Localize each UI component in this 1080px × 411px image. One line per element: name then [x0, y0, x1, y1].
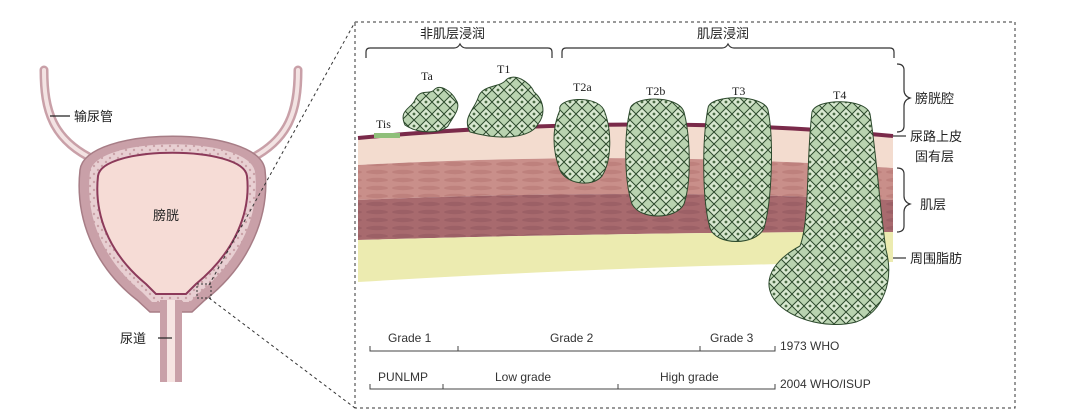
grading-1973: Grade 1 Grade 2 Grade 3 1973 WHO: [369, 331, 839, 353]
left-ureter-inner: [42, 68, 97, 162]
non-muscle-invasive-label: 非肌层浸润: [420, 27, 485, 42]
stage-labels: Tis Ta T1 T2a T2b T3 T4: [376, 62, 846, 131]
grading-2004: PUNLMP Low grade High grade 2004 WHO/ISU…: [369, 370, 871, 391]
tis-patch: [374, 133, 400, 138]
stage-label-t1: T1: [497, 62, 510, 76]
perivesical-fat-label: 周围脂肪: [910, 251, 962, 267]
urothelium-label: 尿路上皮: [910, 129, 962, 145]
lumen-label: 膀胱腔: [915, 91, 954, 107]
ureter-label: 输尿管: [74, 109, 113, 125]
low-grade-label: Low grade: [495, 370, 551, 384]
urethra-label: 尿道: [120, 332, 146, 347]
stage-label-t2b: T2b: [646, 84, 665, 98]
grade-1-label: Grade 1: [388, 331, 432, 345]
grade-3-label: Grade 3: [710, 331, 754, 345]
high-grade-label: High grade: [660, 370, 719, 384]
zoom-line-top: [208, 21, 356, 286]
tumor-t2b: [625, 98, 690, 217]
grade-2-label: Grade 2: [550, 331, 594, 345]
stage-label-ta: Ta: [421, 69, 433, 83]
layer-labels: 膀胱腔 尿路上皮 固有层 肌层 周围脂肪: [893, 63, 962, 267]
brace-muscle-layer: [896, 167, 912, 233]
tumor-ta: [402, 86, 459, 133]
tumor-t4: [768, 101, 890, 325]
tumor-t1: [466, 76, 544, 138]
grade-bracket-2004: [369, 384, 776, 390]
who-1973-label: 1973 WHO: [780, 339, 839, 353]
zoom-line-bottom: [208, 297, 356, 409]
who-isup-2004-label: 2004 WHO/ISUP: [780, 377, 871, 391]
muscle-invasive-label: 肌层浸润: [697, 27, 749, 42]
brace-non-muscle: [365, 42, 553, 58]
tumor-t2a: [553, 98, 611, 184]
stage-label-tis: Tis: [376, 117, 391, 131]
zoom-region: [196, 283, 212, 299]
zoom-panel-border: [354, 21, 1016, 409]
brace-muscle: [561, 42, 895, 58]
lamina-propria-label: 固有层: [915, 150, 954, 165]
muscle-label: 肌层: [920, 198, 946, 213]
grade-bracket-1973: [369, 346, 776, 352]
stage-label-t2a: T2a: [573, 80, 592, 94]
urethra-inner: [167, 300, 175, 382]
punlmp-label: PUNLMP: [378, 370, 428, 384]
invasion-braces: 非肌层浸润 肌层浸润: [365, 27, 895, 58]
bladder-lumen: [96, 151, 249, 295]
perivesical-fat-layer: [358, 232, 893, 282]
stage-label-t4: T4: [833, 88, 846, 102]
tumor-t3: [703, 97, 772, 242]
bladder-illustration: 输尿管 膀胱 尿道: [39, 65, 303, 382]
bladder-label: 膀胱: [153, 208, 179, 224]
tumors: [402, 76, 890, 325]
brace-lumen: [896, 63, 912, 133]
right-ureter-inner: [246, 68, 300, 162]
stage-label-t3: T3: [732, 84, 745, 98]
